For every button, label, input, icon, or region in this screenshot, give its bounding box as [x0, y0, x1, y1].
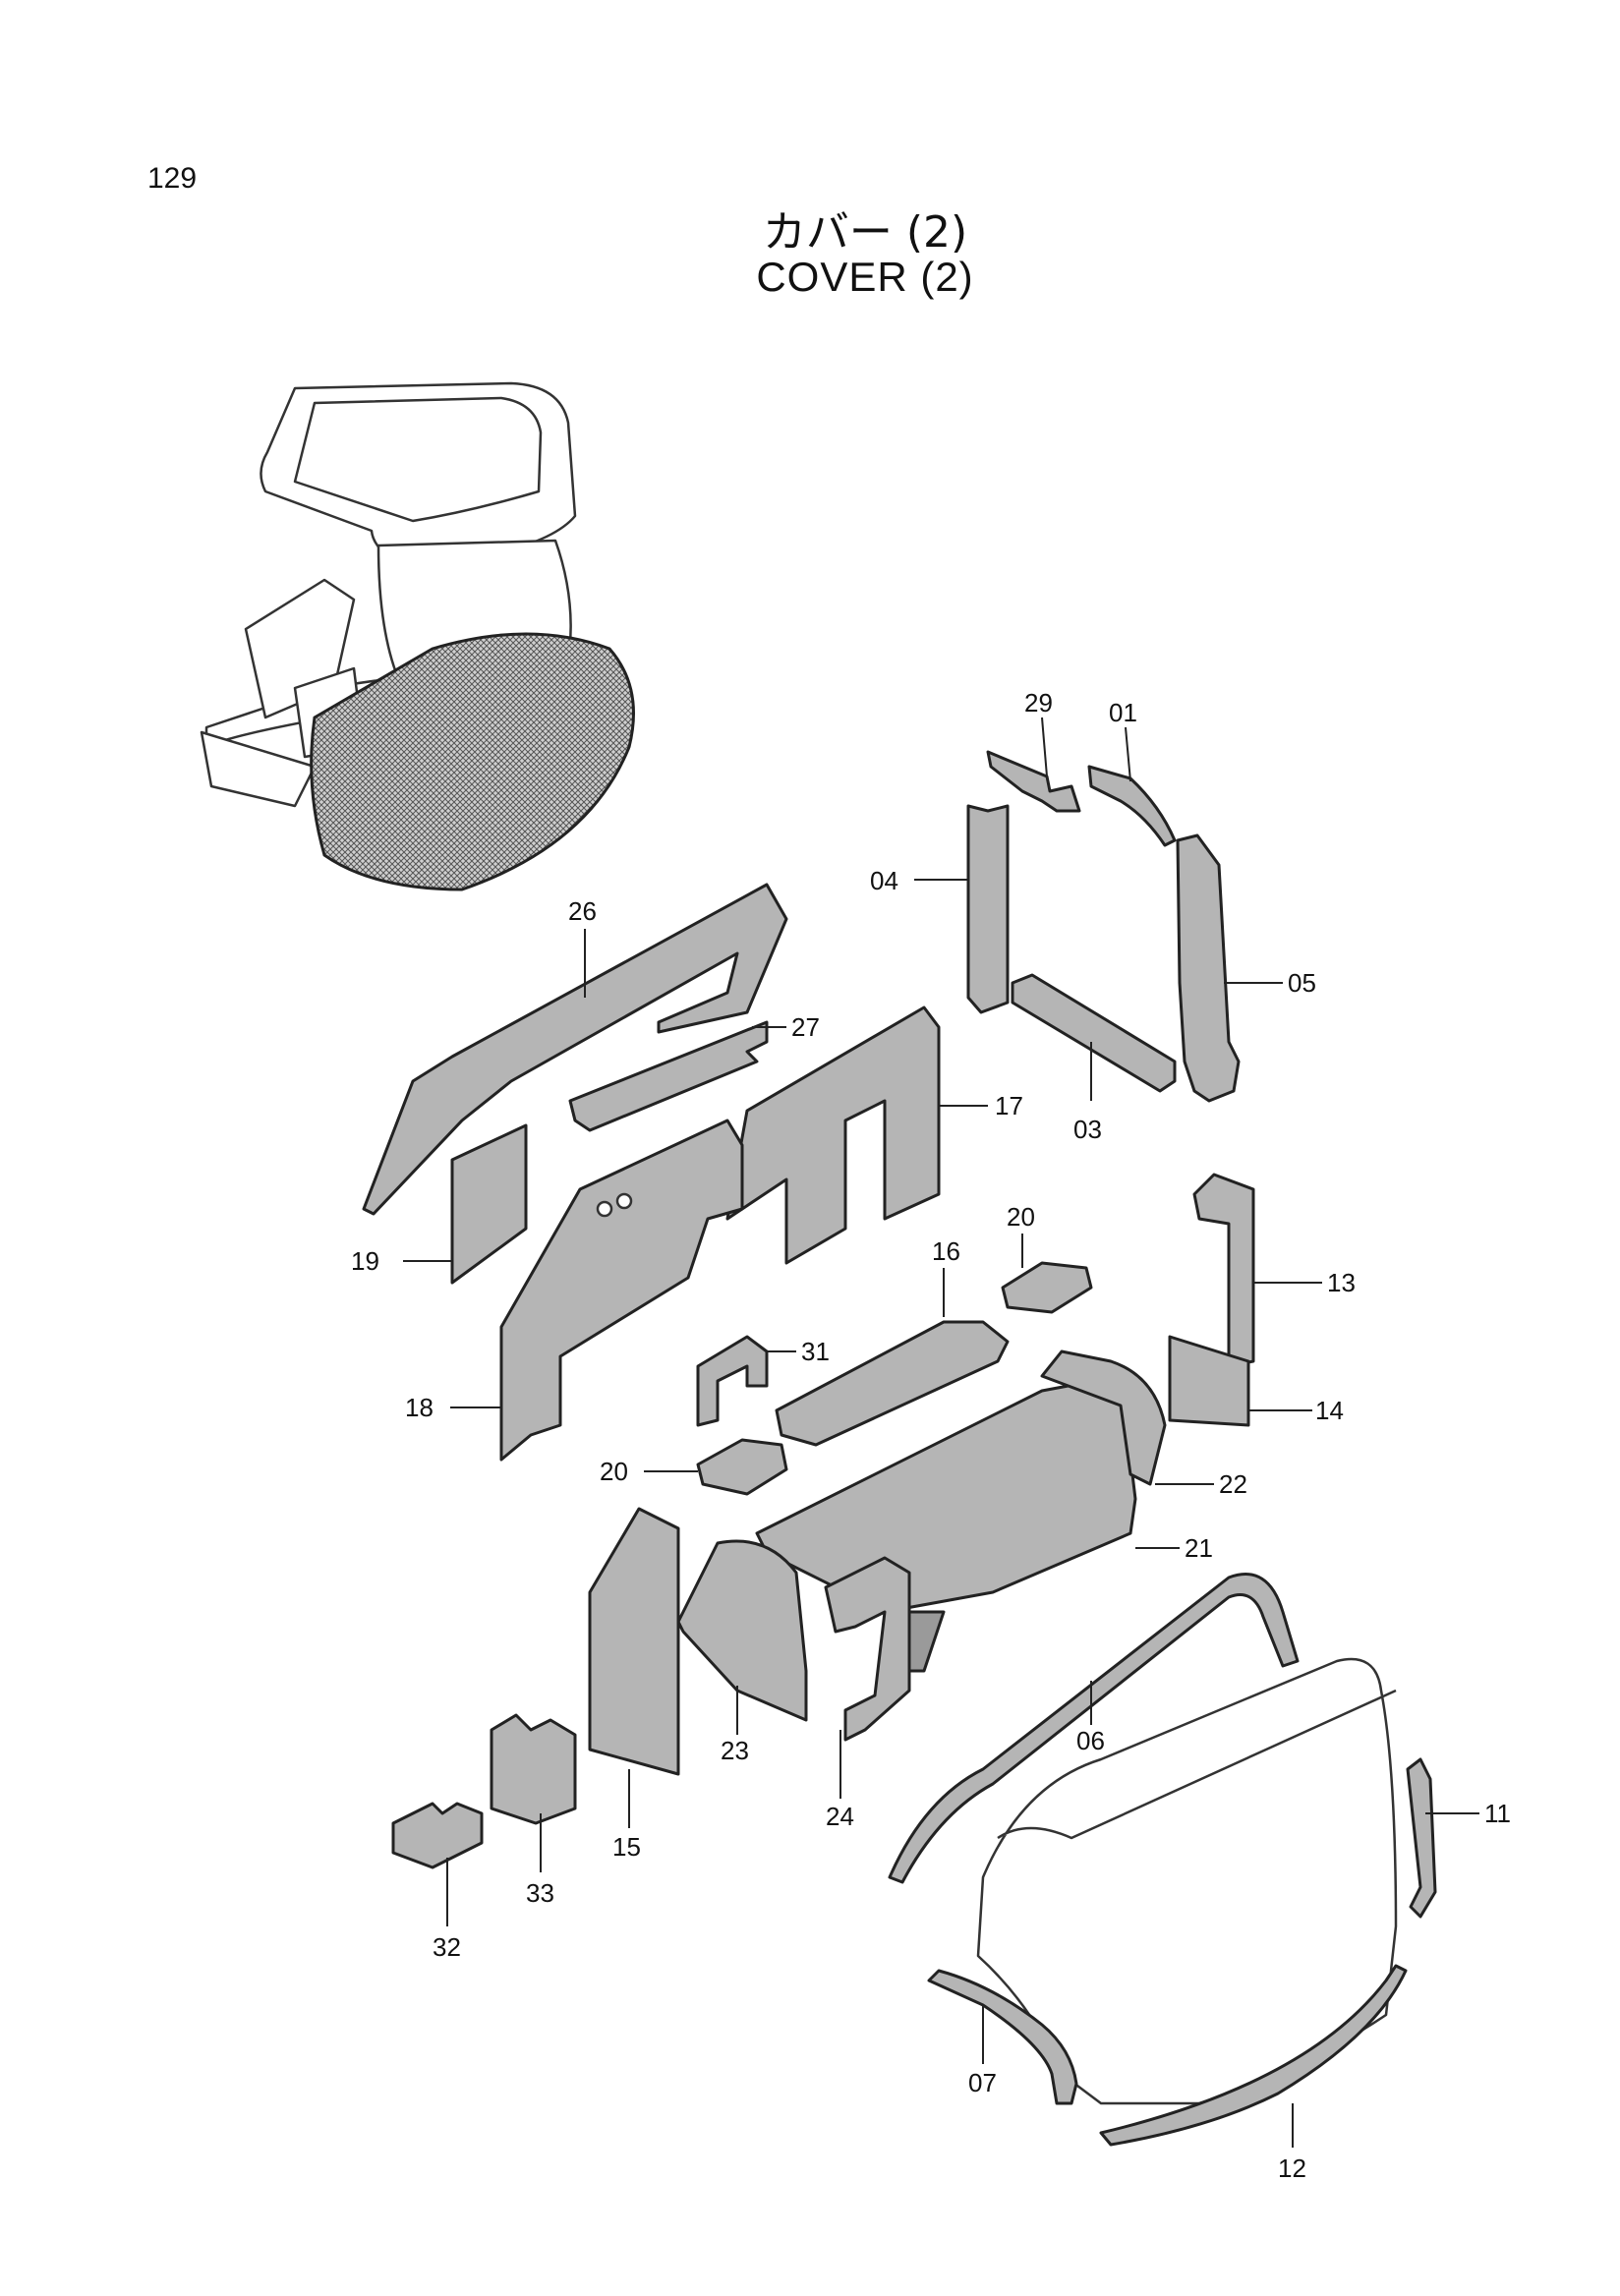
- callout-32: 32: [433, 1932, 461, 1962]
- part-07: [927, 1969, 1078, 2105]
- callout-06: 06: [1076, 1726, 1105, 1755]
- callout-05: 05: [1288, 968, 1316, 998]
- part-12: [1099, 1964, 1408, 2147]
- part-29: [986, 750, 1081, 813]
- part-31: [696, 1335, 769, 1427]
- part-04: [966, 804, 1010, 1014]
- part-24: [824, 1556, 911, 1742]
- part-13: [1192, 1173, 1255, 1368]
- part-03: [1011, 973, 1177, 1093]
- part-14: [1168, 1335, 1250, 1427]
- part-32: [391, 1802, 484, 1869]
- part-17: [725, 1005, 941, 1265]
- title-japanese: カバー (2): [762, 207, 968, 258]
- callout-12: 12: [1278, 2153, 1306, 2183]
- callout-29: 29: [1024, 688, 1053, 718]
- callout-19: 19: [351, 1246, 379, 1276]
- part-23: [676, 1539, 808, 1722]
- callout-33: 33: [526, 1878, 554, 1908]
- part-05: [1176, 833, 1241, 1103]
- callout-03: 03: [1073, 1115, 1102, 1144]
- callout-20-upper: 20: [1007, 1202, 1035, 1232]
- title-english: COVER (2): [756, 254, 974, 300]
- part-20-upper: [1001, 1261, 1093, 1314]
- part-01: [1087, 765, 1177, 847]
- callout-16: 16: [932, 1236, 960, 1266]
- callout-18: 18: [405, 1393, 434, 1422]
- callout-26: 26: [568, 896, 597, 926]
- callout-22: 22: [1219, 1469, 1247, 1499]
- part-22: [1040, 1349, 1167, 1486]
- callout-13: 13: [1327, 1268, 1356, 1297]
- callout-14: 14: [1315, 1396, 1344, 1425]
- callout-11: 11: [1484, 1799, 1511, 1828]
- part-18: [499, 1119, 744, 1462]
- part-15: [588, 1507, 680, 1776]
- callout-01: 01: [1109, 698, 1137, 727]
- callout-15: 15: [612, 1832, 641, 1862]
- callout-23: 23: [721, 1736, 749, 1765]
- callout-31: 31: [801, 1337, 830, 1366]
- part-06: [888, 1573, 1300, 1884]
- part-26: [362, 883, 788, 1216]
- part-16: [775, 1320, 1010, 1447]
- callout-21: 21: [1185, 1533, 1213, 1563]
- callout-24: 24: [826, 1802, 854, 1831]
- callout-20-lower: 20: [600, 1457, 628, 1486]
- page-number: 129: [147, 162, 198, 195]
- callout-17: 17: [995, 1091, 1023, 1120]
- part-33: [490, 1713, 577, 1825]
- callout-27: 27: [791, 1012, 820, 1042]
- part-11: [1406, 1757, 1437, 1919]
- part-19: [450, 1123, 528, 1285]
- callout-07: 07: [968, 2068, 997, 2097]
- part-20-lower: [696, 1438, 788, 1496]
- machine-overview-sketch: [200, 381, 635, 891]
- callout-04: 04: [870, 866, 898, 895]
- part-27: [568, 1020, 769, 1132]
